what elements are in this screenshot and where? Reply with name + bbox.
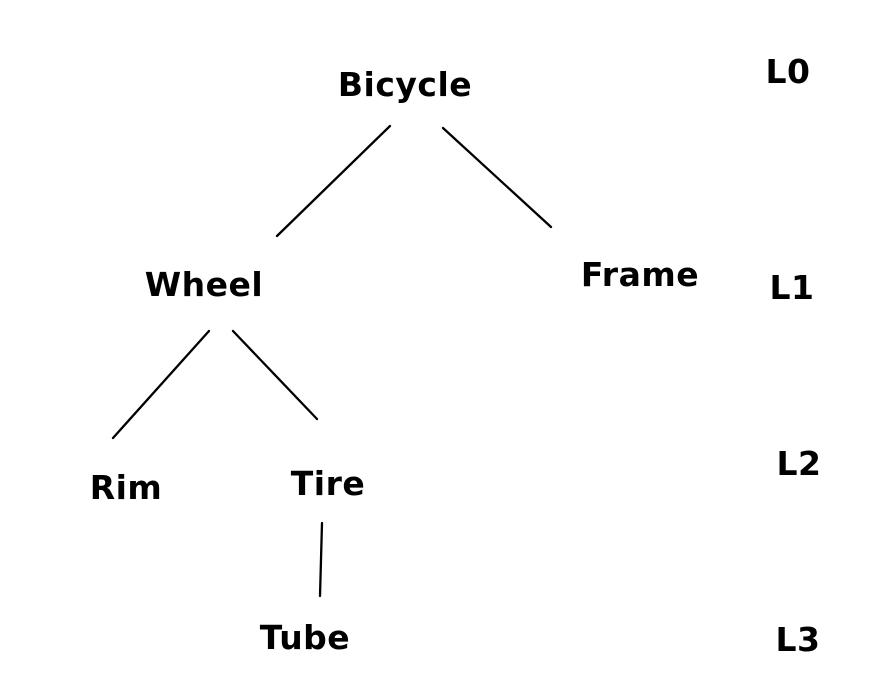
node-tube: Tube bbox=[259, 618, 351, 657]
node-tire: Tire bbox=[290, 464, 366, 503]
edge-tire-tube bbox=[318, 521, 324, 598]
node-bicycle: Bicycle bbox=[337, 65, 473, 104]
edge-bicycle-frame bbox=[441, 126, 553, 229]
node-rim: Rim bbox=[89, 468, 163, 507]
level-label-l3: L3 bbox=[775, 620, 821, 659]
edge-wheel-tire bbox=[231, 329, 319, 421]
edge-bicycle-wheel bbox=[275, 124, 392, 238]
node-wheel: Wheel bbox=[144, 265, 264, 304]
level-label-l0: L0 bbox=[765, 52, 811, 91]
level-label-l2: L2 bbox=[776, 444, 822, 483]
node-frame: Frame bbox=[580, 255, 700, 294]
edge-wheel-rim bbox=[111, 329, 211, 440]
level-label-l1: L1 bbox=[769, 268, 815, 307]
